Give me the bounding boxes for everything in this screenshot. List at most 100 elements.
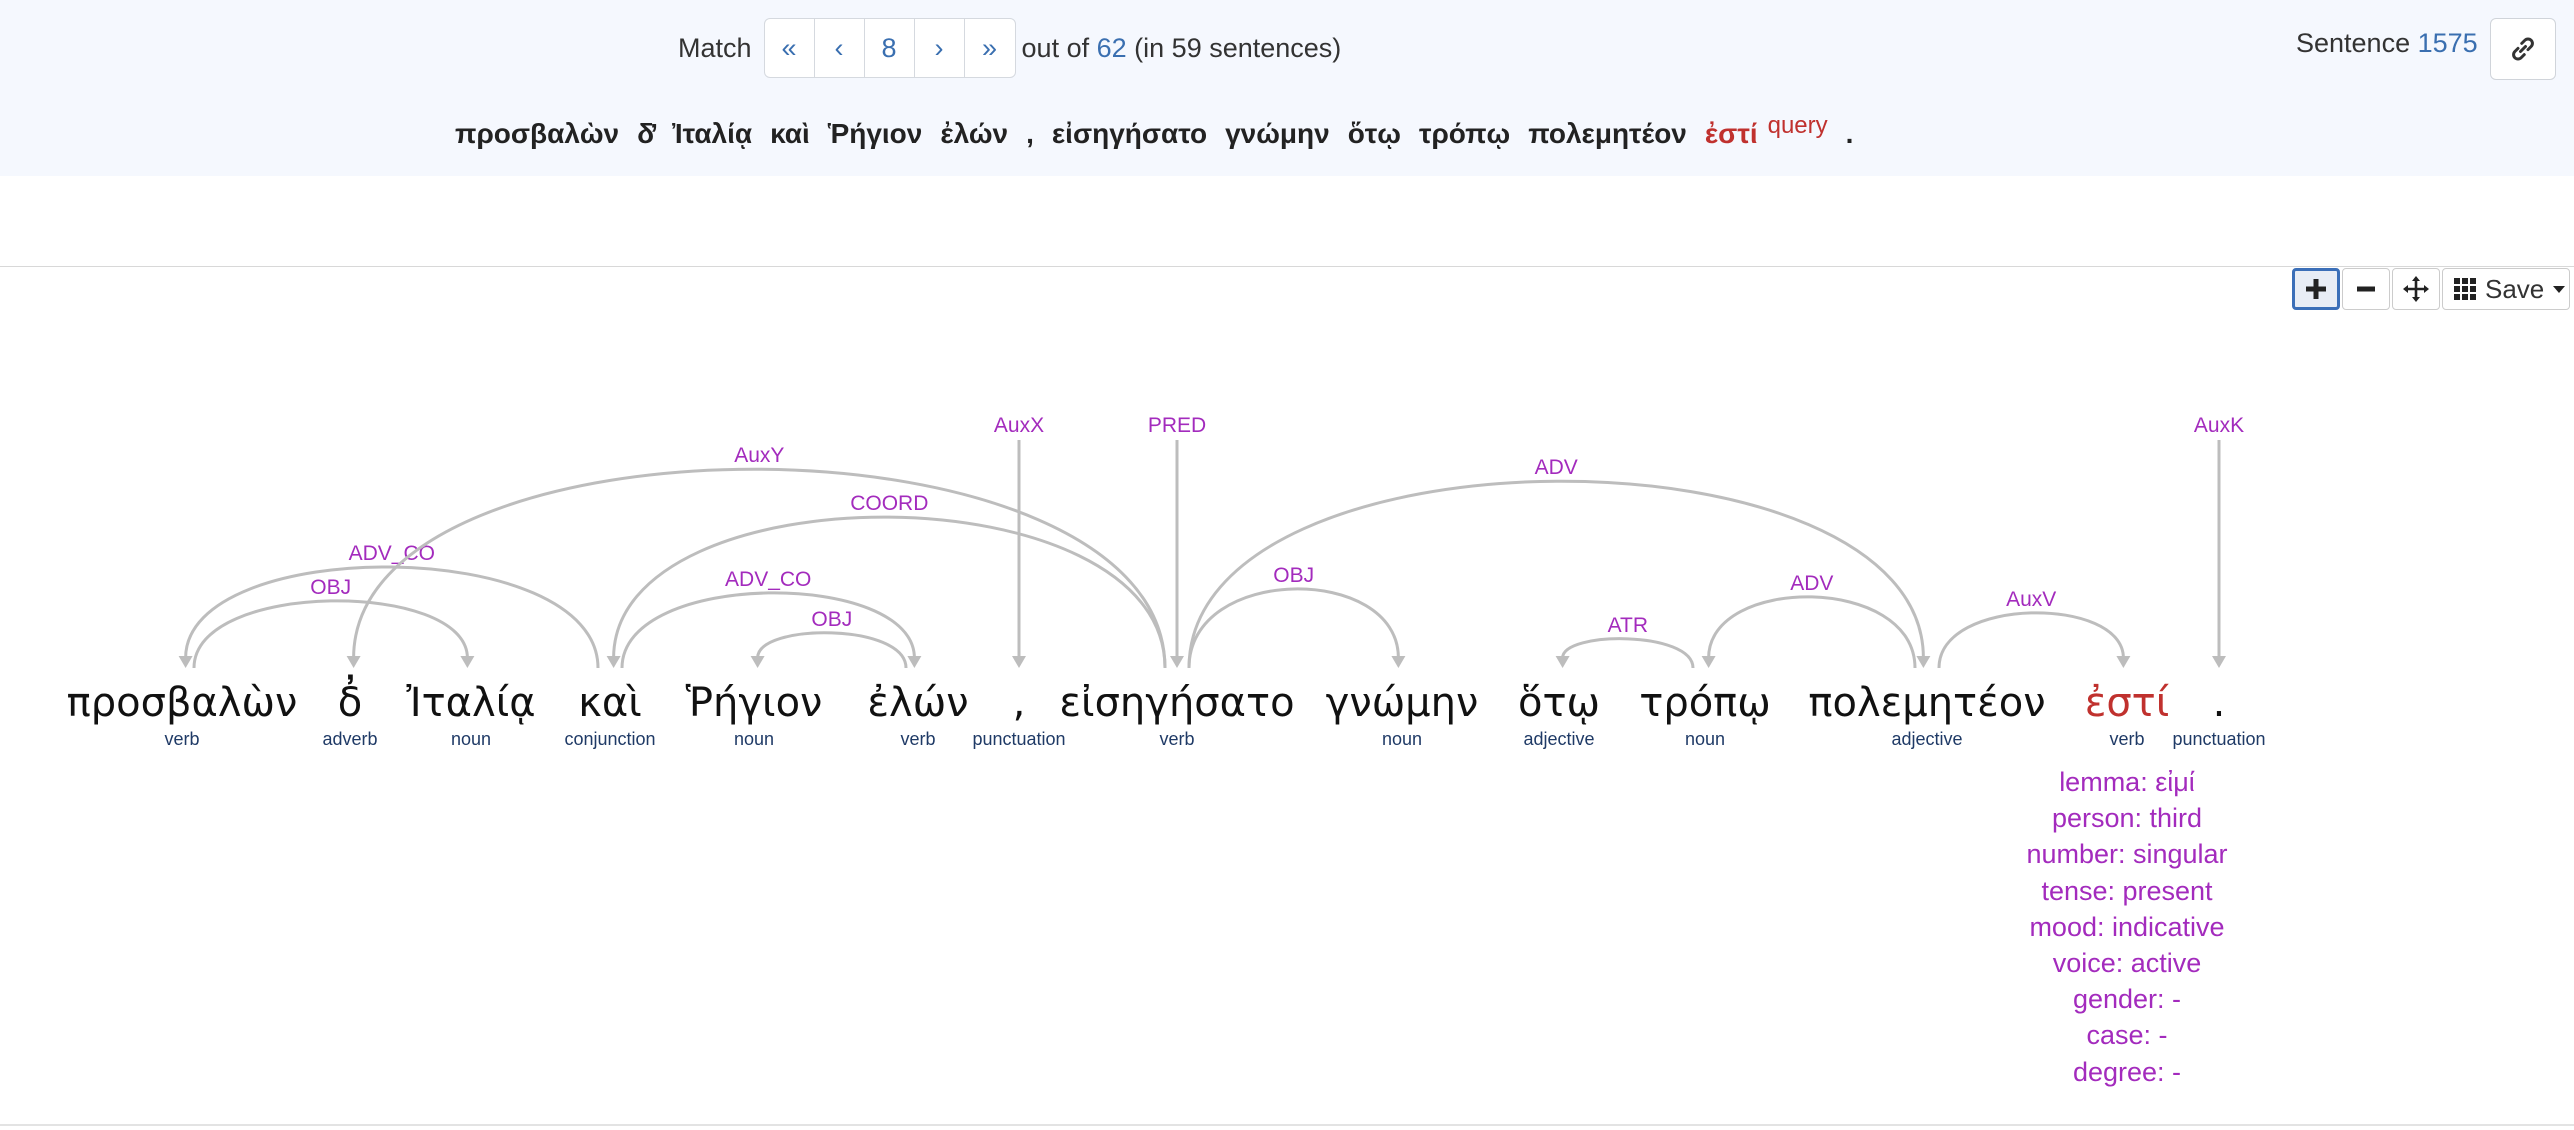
dependency-relation: COORD (606, 492, 1167, 669)
node-pos-tag: conjunction (564, 729, 655, 749)
dependency-arc (1187, 587, 1400, 669)
node-word[interactable]: ἐστί (2085, 680, 2170, 726)
query-token: ἐστί (1704, 118, 1758, 149)
first-match-button[interactable]: « (765, 19, 815, 77)
dependency-arc (620, 591, 916, 669)
tree-node[interactable]: καὶ conjunction (564, 680, 655, 749)
node-word[interactable]: προσβαλὼν (67, 680, 298, 726)
arrowhead (606, 656, 621, 668)
match-header: Match « ‹ 8 › » out of 62 (in 59 sentenc… (0, 0, 2574, 176)
tree-node[interactable]: ἐλών verb (867, 680, 968, 749)
pan-button[interactable] (2392, 268, 2440, 310)
feature-lemma: lemma: εἰμί (2059, 767, 2195, 797)
dependency-relation: OBJ (192, 576, 475, 669)
sentence-token: Ῥήγιον (827, 118, 923, 149)
tree-bottom-divider (0, 1124, 2574, 1126)
node-word[interactable]: καὶ (578, 680, 641, 726)
arrowhead (1916, 656, 1931, 668)
tree-top-divider (0, 266, 2574, 267)
tree-node[interactable]: . punctuation (2172, 680, 2265, 749)
arrowhead (2212, 656, 2226, 668)
sentence-token: γνώμην (1225, 118, 1330, 149)
sentence-token: ἐλών (940, 118, 1009, 149)
node-word[interactable]: . (2213, 680, 2226, 726)
node-pos-tag: adjective (1891, 729, 1962, 749)
dependency-relation: ADV (1701, 572, 1917, 669)
arrowhead (1391, 656, 1406, 668)
relation-label: ADV_CO (349, 542, 435, 565)
node-word[interactable]: Ἰταλίᾳ (406, 680, 535, 726)
zoom-out-button[interactable] (2342, 268, 2390, 310)
match-label: Match (678, 32, 752, 63)
save-label: Save (2485, 273, 2545, 304)
arrowhead (1701, 656, 1716, 668)
previous-match-button[interactable]: ‹ (815, 19, 865, 77)
arrowhead (178, 656, 193, 668)
next-match-button[interactable]: › (915, 19, 965, 77)
feature-case: case: - (2086, 1020, 2168, 1051)
node-word[interactable]: Ῥήγιον (686, 680, 823, 726)
tree-node[interactable]: ἐστί verb (2085, 680, 2170, 749)
arrowhead (1555, 656, 1570, 668)
tree-node[interactable]: δ̓adverb (322, 674, 377, 749)
relation-label: ATR (1608, 614, 1648, 637)
sentence-id-label: Sentence 1575 (2296, 28, 2478, 59)
dependency-arc (1707, 595, 1917, 669)
relation-label: PRED (1148, 414, 1206, 437)
sentence-token: εἰσηγήσατο (1051, 118, 1208, 149)
match-navigation: Match « ‹ 8 › » out of 62 (in 59 sentenc… (678, 18, 1341, 78)
sentences-note: (in 59 sentences) (1134, 32, 1342, 63)
feature-number: number: singular (2026, 839, 2228, 870)
dependency-relation: OBJ (1187, 564, 1406, 669)
plus-icon (2306, 279, 2326, 299)
zoom-in-button[interactable] (2292, 268, 2340, 310)
dependency-arc (352, 467, 1167, 669)
save-menu-button[interactable]: Save (2442, 268, 2570, 310)
relation-label: OBJ (310, 576, 351, 599)
total-matches: 62 (1096, 32, 1127, 63)
dependency-arc (612, 515, 1167, 669)
tree-node[interactable]: πολεμητέον adjective (1808, 680, 2045, 749)
permalink-button[interactable] (2490, 18, 2556, 80)
sentence-token: , (1026, 118, 1034, 149)
last-match-button[interactable]: » (982, 32, 998, 63)
node-word[interactable]: , (1013, 680, 1026, 726)
node-pos-tag: adjective (1523, 729, 1594, 749)
node-word[interactable]: γνώμην (1326, 680, 1479, 726)
relation-label: OBJ (1273, 564, 1314, 587)
node-word[interactable]: εἰσηγήσατο (1059, 680, 1294, 726)
arrowhead (1170, 656, 1184, 668)
dependency-relation: AuxX (994, 414, 1044, 668)
node-word[interactable]: τρόπῳ (1639, 680, 1771, 726)
dependency-relation: ADV_CO (178, 542, 600, 669)
node-word[interactable]: ὅτῳ (1518, 680, 1600, 726)
sentence-token: ὅτῳ (1347, 118, 1401, 149)
node-pos-tag: noun (1685, 729, 1725, 749)
relation-label: OBJ (811, 608, 852, 631)
node-pos-tag: verb (2109, 729, 2144, 749)
node-pos-tag: punctuation (2172, 729, 2265, 749)
tree-node[interactable]: τρόπῳ noun (1639, 680, 1771, 749)
relation-label: AuxX (994, 414, 1044, 437)
tree-node[interactable]: ,punctuation (972, 680, 1065, 749)
sentence-token: τρόπῳ (1418, 118, 1511, 149)
node-pos-tag: noun (451, 729, 491, 749)
node-pos-tag: verb (900, 729, 935, 749)
node-word[interactable]: πολεμητέον (1808, 680, 2045, 726)
arrowhead (750, 656, 765, 668)
feature-voice: voice: active (2052, 948, 2202, 979)
selected-word-features: lemma: εἰμί person: third number: singul… (1987, 764, 2267, 1090)
sentence-number: 1575 (2417, 28, 2478, 58)
node-word[interactable]: ἐλών (867, 680, 968, 726)
tree-node[interactable]: Ἰταλίᾳ noun (406, 680, 535, 749)
node-word[interactable]: δ̓ (338, 674, 362, 726)
tree-node[interactable]: ὅτῳ adjective (1518, 680, 1600, 749)
dependency-arc (1937, 611, 2125, 669)
current-match-number[interactable]: 8 (865, 19, 915, 77)
grid-icon (2454, 278, 2476, 300)
